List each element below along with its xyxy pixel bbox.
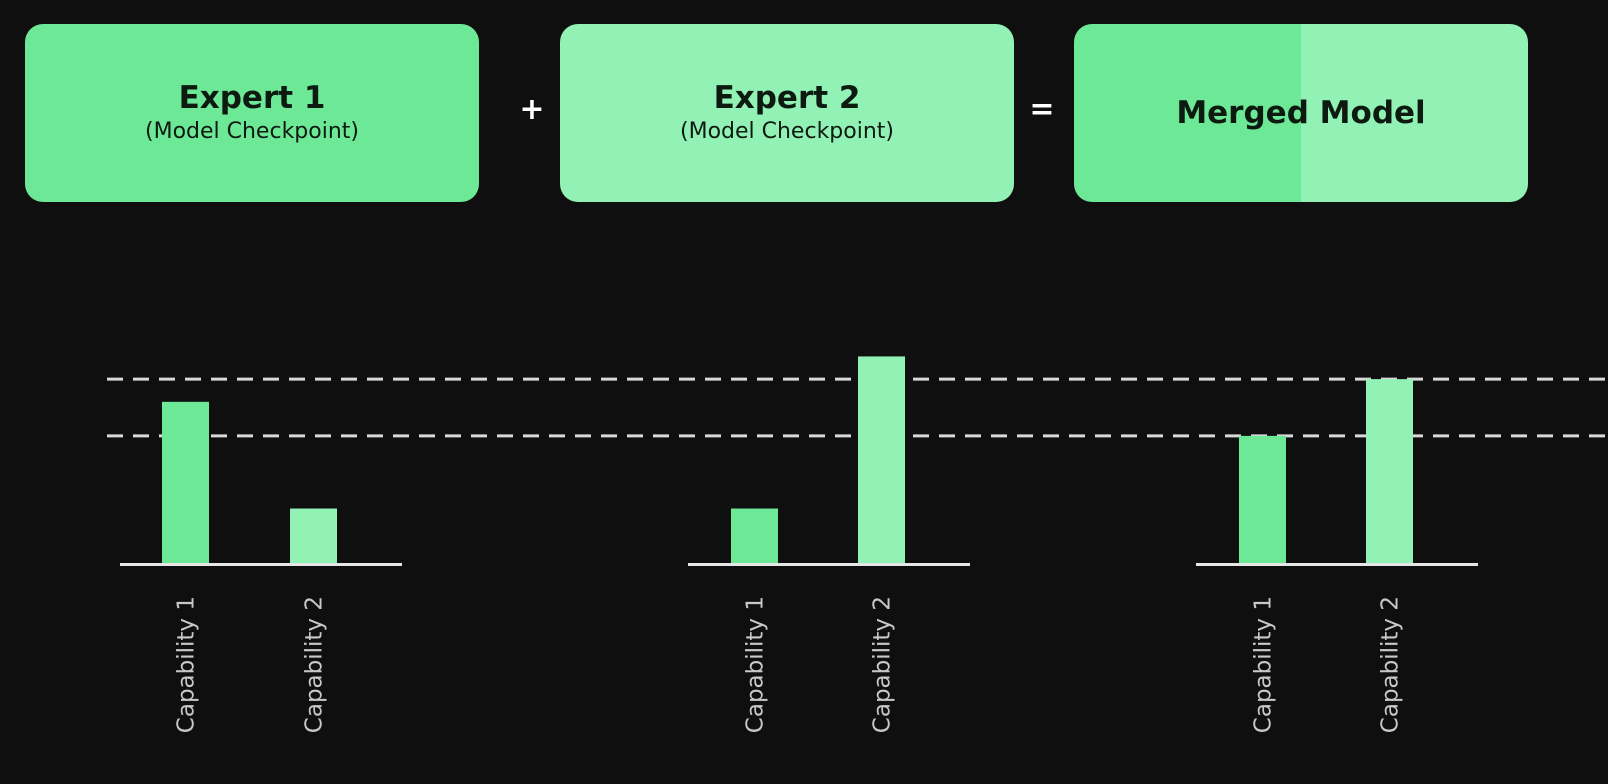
merged-model-box: Merged Model xyxy=(1074,24,1528,202)
equals-operator: = xyxy=(1029,92,1055,127)
expert-2-category-label-1: Capability 1 xyxy=(743,596,769,733)
merged-model-bar-capability-2 xyxy=(1366,379,1413,563)
merged-model-title: Merged Model xyxy=(1176,95,1426,131)
plus-operator: + xyxy=(519,92,545,127)
merged-model-right-half xyxy=(1301,24,1528,202)
expert-1-box: Expert 1 (Model Checkpoint) xyxy=(25,24,479,202)
expert-1-chart: Capability 1 Capability 2 xyxy=(120,401,402,733)
expert-1-subtitle: (Model Checkpoint) xyxy=(145,119,359,144)
merged-model-category-label-1: Capability 1 xyxy=(1251,596,1277,733)
merged-model-category-label-2: Capability 2 xyxy=(1378,596,1404,733)
merged-model-chart: Capability 1 Capability 2 xyxy=(1196,379,1478,733)
expert-2-category-label-2: Capability 2 xyxy=(870,596,896,733)
expert-1-category-label-2: Capability 2 xyxy=(302,596,328,733)
merged-model-bar-capability-1 xyxy=(1239,435,1286,563)
expert-2-title: Expert 2 xyxy=(713,80,861,116)
merged-model-left-half xyxy=(1074,24,1301,202)
expert-2-subtitle: (Model Checkpoint) xyxy=(680,119,894,144)
expert-2-chart: Capability 1 Capability 2 xyxy=(688,356,970,733)
expert-1-category-label-1: Capability 1 xyxy=(174,596,200,733)
expert-2-box: Expert 2 (Model Checkpoint) xyxy=(560,24,1014,202)
merged-model-split-fill xyxy=(1074,24,1528,202)
expert-2-bar-capability-2 xyxy=(858,356,905,563)
expert-1-title: Expert 1 xyxy=(178,80,326,116)
expert-1-bar-capability-1 xyxy=(162,401,209,563)
expert-1-bar-capability-2 xyxy=(290,508,337,563)
expert-2-bar-capability-1 xyxy=(731,508,778,563)
